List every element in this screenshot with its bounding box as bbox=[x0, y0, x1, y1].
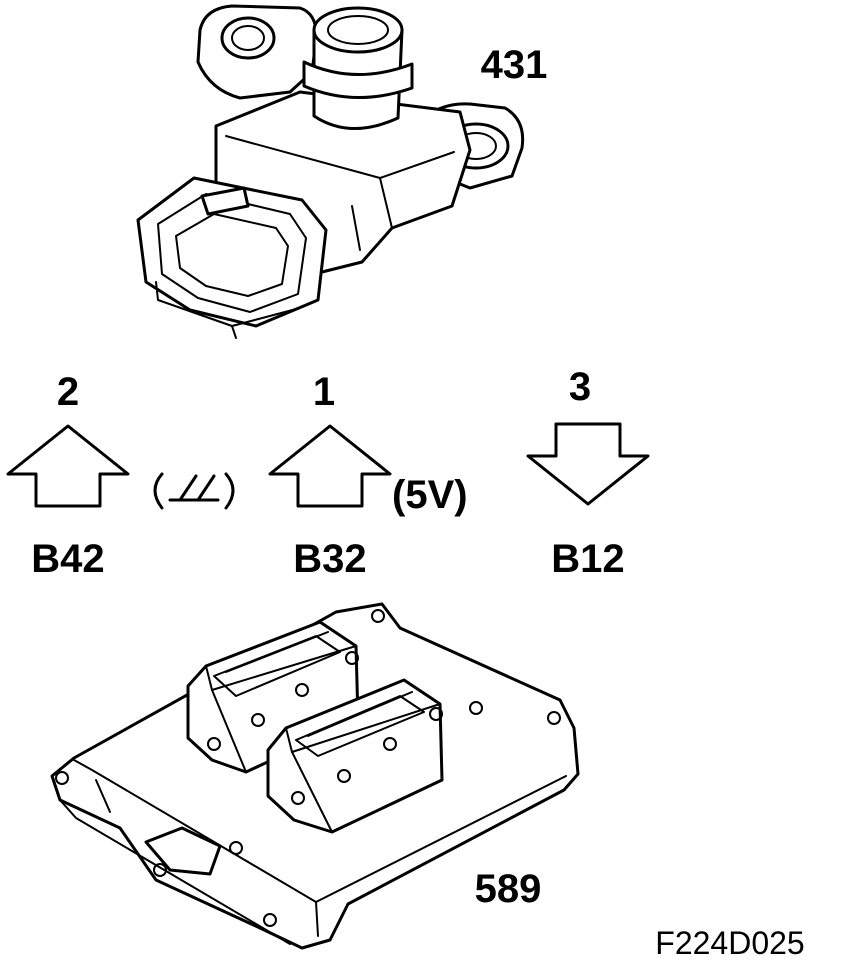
terminal-b42: B42 bbox=[31, 537, 104, 581]
sensor-label: 431 bbox=[481, 43, 548, 87]
arrow-up-icon bbox=[6, 424, 130, 508]
control-module-icon bbox=[50, 602, 580, 950]
pin-number-2: 2 bbox=[57, 370, 79, 414]
arrow-up-icon bbox=[268, 424, 392, 508]
terminal-b12: B12 bbox=[551, 537, 624, 581]
supply-voltage-note: (5V) bbox=[392, 473, 468, 517]
pressure-sensor-icon bbox=[136, 4, 525, 339]
terminal-b32: B32 bbox=[293, 537, 366, 581]
figure-id: F224D025 bbox=[655, 925, 804, 961]
pin-number-3: 3 bbox=[569, 365, 591, 409]
arrow-down-icon bbox=[526, 422, 650, 506]
ground-symbol-icon bbox=[153, 472, 235, 510]
pin-number-1: 1 bbox=[313, 370, 335, 414]
control-module-label: 589 bbox=[475, 867, 542, 911]
